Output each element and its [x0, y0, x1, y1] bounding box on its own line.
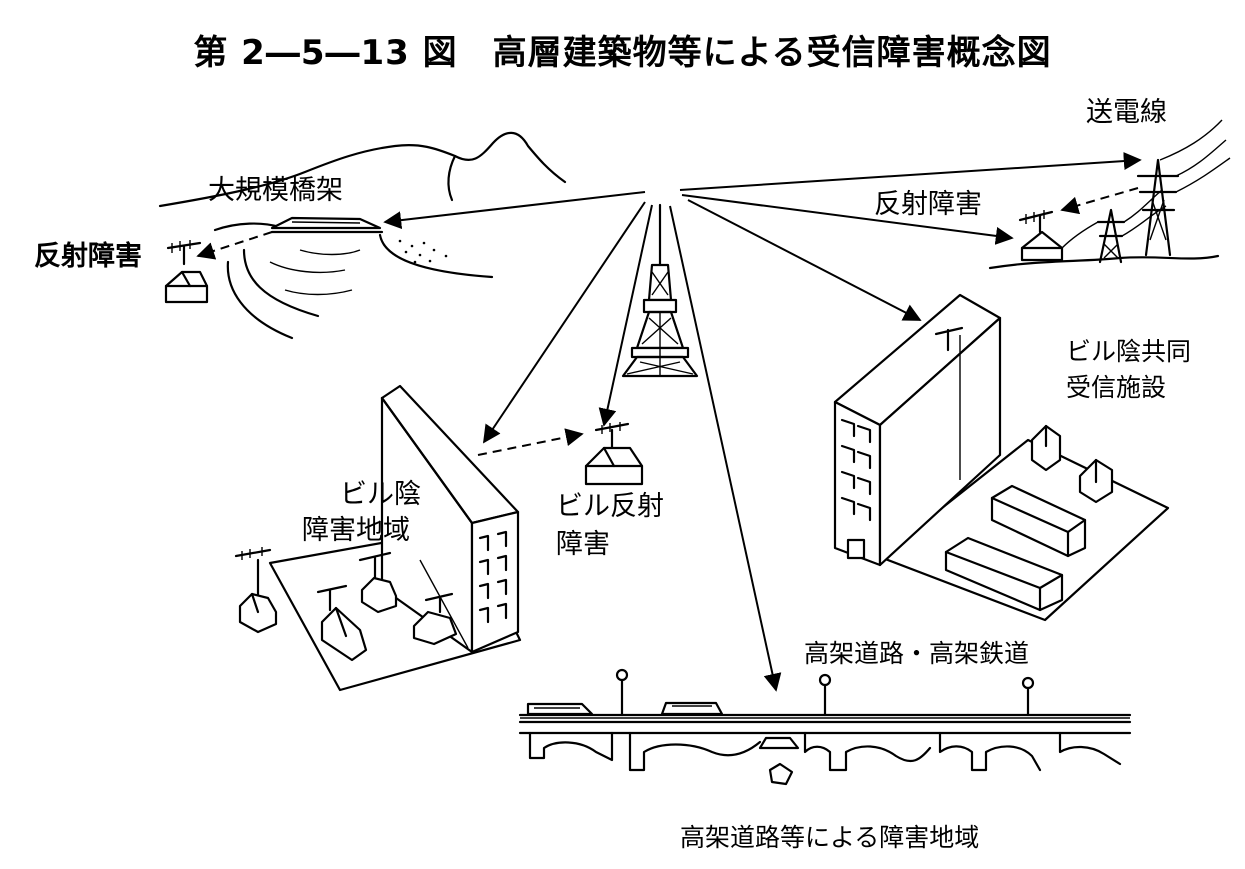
- signal-rays: [196, 152, 1142, 692]
- label-shared-reception-2: 受信施設: [1066, 373, 1167, 402]
- elevated-road-scene: [518, 668, 1132, 786]
- house-building-reflection: [584, 422, 644, 486]
- diagram-title: 第 2―5―13 図 高層建築物等による受信障害概念図: [193, 33, 1052, 73]
- label-building-reflection-2: 障害: [556, 529, 610, 560]
- label-shared-reception-1: ビル陰共同: [1066, 337, 1192, 366]
- label-reflection-left: 反射障害: [34, 241, 142, 272]
- label-shadow-area-2: 障害地域: [302, 515, 410, 546]
- label-building-reflection-1: ビル反射: [556, 491, 664, 522]
- label-shadow-area-1: ビル陰: [340, 479, 421, 510]
- label-reflection-right: 反射障害: [874, 189, 982, 220]
- shared-reception-scene: [833, 293, 1170, 622]
- label-elevated-road: 高架道路・高架鉄道: [804, 639, 1030, 668]
- house-left-reflection: [164, 240, 209, 304]
- broadcast-tower: [621, 203, 699, 378]
- power-line-scene: [988, 119, 1231, 270]
- label-power-line: 送電線: [1086, 97, 1167, 128]
- label-elevated-area: 高架道路等による障害地域: [680, 823, 980, 852]
- label-large-bridge: 大規模橋架: [208, 175, 343, 206]
- mountain-river-scene: [158, 131, 567, 340]
- shadow-building-scene: [234, 384, 522, 692]
